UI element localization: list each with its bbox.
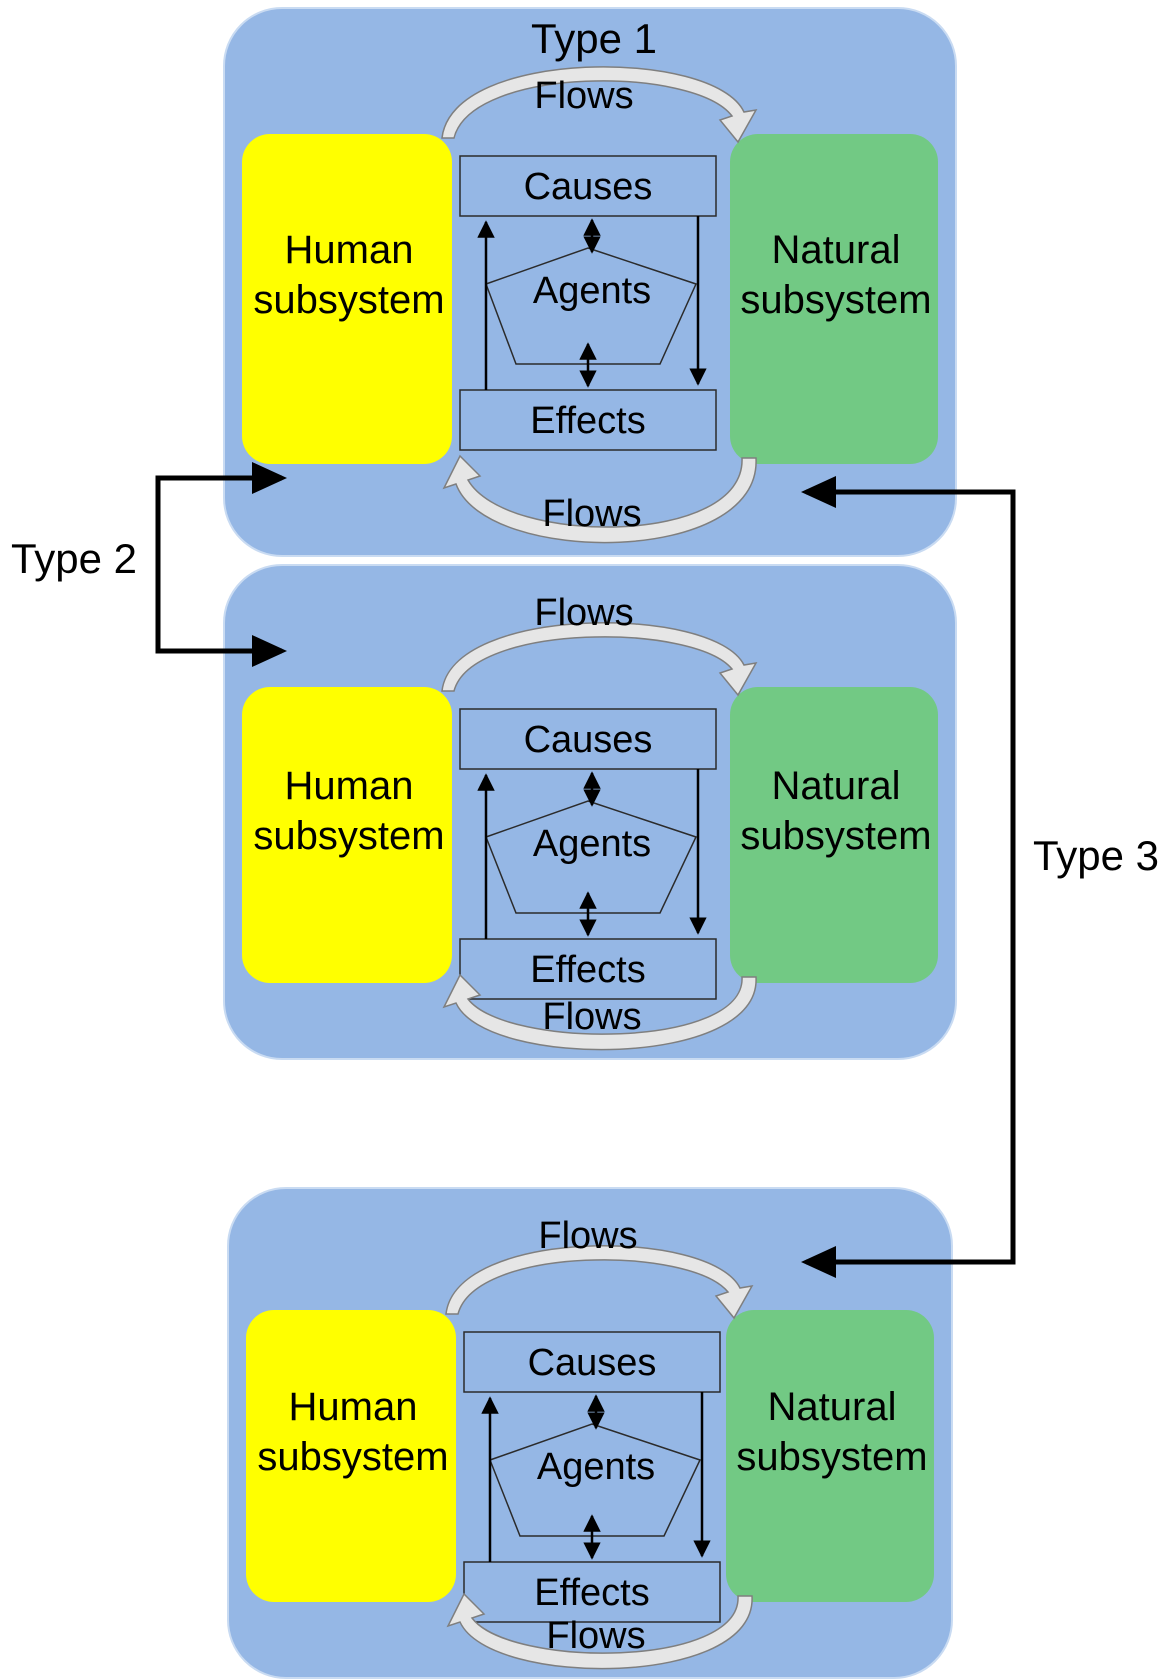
agents-label: Agents [533, 270, 651, 312]
flows-top-label: Flows [534, 75, 633, 117]
effects-label: Effects [534, 1572, 649, 1614]
effects-box [459, 389, 717, 451]
panel-2: Human subsystem Natural subsystem CausesEffe… [223, 564, 957, 1060]
causes-box [459, 708, 717, 770]
type-3-connector [801, 476, 1016, 1278]
natural-subsystem-label-line2: subsystem [740, 814, 931, 858]
causes-label: Causes [524, 166, 653, 208]
flows-top-label: Flows [534, 592, 633, 634]
effects-box [463, 1561, 721, 1623]
natural-subsystem-box [730, 134, 938, 464]
causes-label: Causes [524, 719, 653, 761]
natural-subsystem-label-line1: Natural [768, 1385, 897, 1429]
natural-subsystem-label-line2: subsystem [740, 278, 931, 322]
panel-1: Human subsystem Natural subsystem CausesEffe… [223, 7, 957, 557]
flows-bottom-label: Flows [542, 996, 641, 1038]
human-subsystem-label-line2: subsystem [257, 1435, 448, 1479]
flows-bottom-arrow [442, 454, 757, 544]
causes-label: Causes [528, 1342, 657, 1384]
natural-subsystem-label-line1: Natural [772, 228, 901, 272]
type-3-arrowhead-bottom [801, 1246, 836, 1278]
human-subsystem-box [242, 687, 452, 983]
human-subsystem-label-line1: Human [289, 1385, 418, 1429]
effects-label: Effects [530, 400, 645, 442]
type-1-label: Type 1 [531, 15, 657, 62]
flows-top-arrow [441, 66, 758, 144]
human-subsystem-label-line1: Human [285, 228, 414, 272]
human-subsystem-label-line2: subsystem [253, 278, 444, 322]
flows-bottom-label: Flows [546, 1615, 645, 1657]
human-subsystem-box [246, 1310, 456, 1602]
flows-top-label: Flows [538, 1215, 637, 1257]
panel-3: Human subsystem Natural subsystem CausesEffe… [227, 1187, 953, 1679]
agents-label: Agents [537, 1446, 655, 1488]
flows-bottom-label: Flows [542, 493, 641, 535]
effects-box [459, 938, 717, 1000]
flows-bottom-arrow [442, 973, 757, 1051]
natural-subsystem-box [726, 1310, 934, 1602]
effects-label: Effects [530, 949, 645, 991]
agents-label: Agents [533, 823, 651, 865]
causes-box [459, 155, 717, 217]
type-3-label: Type 3 [1033, 832, 1159, 879]
type-2-label: Type 2 [11, 535, 137, 582]
natural-subsystem-label-line2: subsystem [736, 1435, 927, 1479]
type-2-arrowhead-top [252, 462, 287, 494]
human-subsystem-box [242, 134, 452, 464]
causes-box [463, 1331, 721, 1393]
flows-top-arrow [445, 1245, 754, 1320]
human-subsystem-label-line1: Human [285, 764, 414, 808]
natural-subsystem-label-line1: Natural [772, 764, 901, 808]
flows-top-arrow [441, 622, 758, 697]
human-subsystem-label-line2: subsystem [253, 814, 444, 858]
type-2-arrowhead-bottom [252, 635, 287, 667]
flows-bottom-arrow [446, 1592, 753, 1670]
natural-subsystem-box [730, 687, 938, 983]
type-2-connector [155, 462, 287, 667]
type-3-arrowhead-top [801, 476, 836, 508]
